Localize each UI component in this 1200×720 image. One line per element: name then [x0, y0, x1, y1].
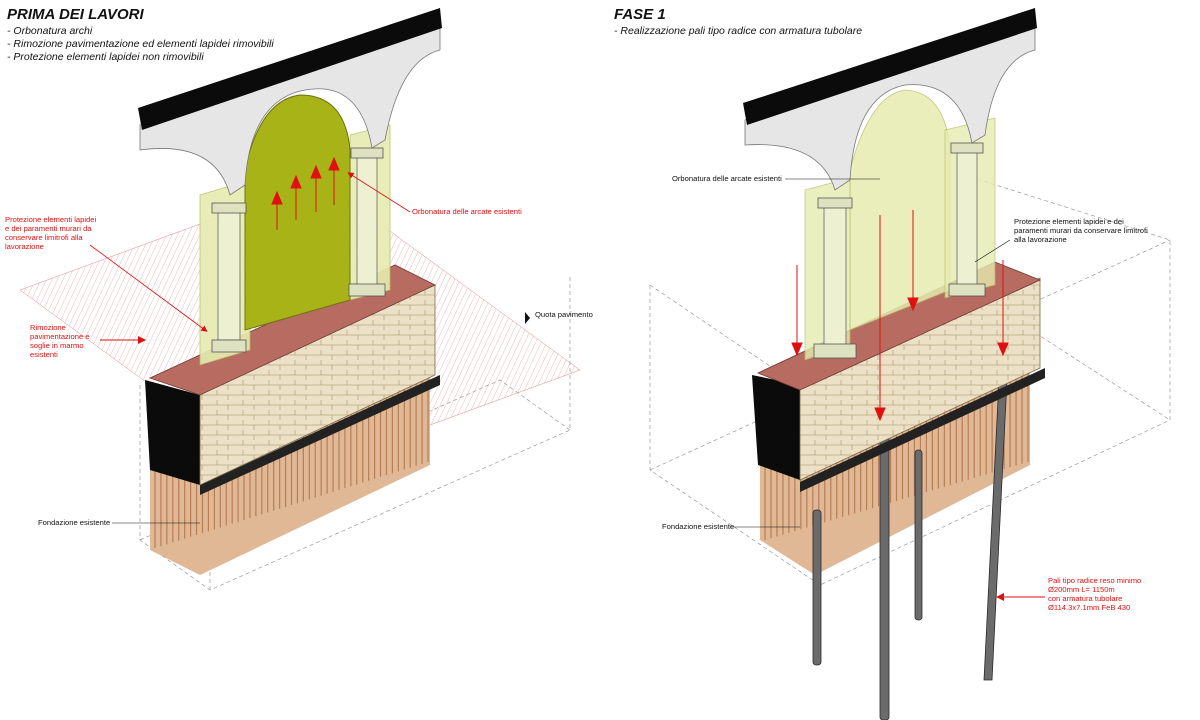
right-protezione-leader [974, 239, 1011, 263]
left-panel-title: PRIMA DEI LAVORI [7, 6, 144, 23]
right-orbonatura-label: Orbonatura delle arcate esistenti [672, 174, 782, 183]
right-panel-title: FASE 1 [614, 6, 666, 23]
left-bullet: - Orbonatura archi [7, 25, 93, 37]
right-protezione-label: Protezione elementi lapidei e dei parame… [1014, 217, 1150, 244]
left-protezione-label: Protezione elementi lapidei e dei parame… [5, 215, 98, 251]
left-quota-marker [525, 312, 530, 324]
left-panel-header: PRIMA DEI LAVORI - Orbonatura archi - Ri… [7, 6, 274, 64]
left-foundation-band [200, 375, 440, 495]
left-orbonatura-label: Orbonatura delle arcate esistenti [412, 207, 522, 216]
left-protezione-leader [89, 244, 208, 332]
right-bullet: - Realizzazione pali tipo radice con arm… [614, 25, 863, 37]
right-steel-piles [812, 359, 1009, 720]
right-column [813, 197, 857, 359]
left-arch-shoring [244, 94, 351, 331]
right-load-arrows [791, 210, 1009, 422]
right-top-beam [743, 8, 1037, 125]
left-bullet: - Protezione elementi lapidei non rimovi… [7, 51, 204, 63]
left-fondazione-label: Fondazione esistente [38, 518, 110, 527]
right-panel-header: FASE 1 - Realizzazione pali tipo radice … [614, 6, 862, 38]
left-quota-label: Quota pavimento [535, 310, 593, 319]
right-scene: Orbonatura delle arcate esistenti Protez… [649, 8, 1171, 720]
left-orbonatura-leader [347, 172, 411, 213]
right-pali-label: Pali tipo radice reso minimo Ø200mm L= 1… [1048, 576, 1143, 612]
right-foundation-dark [752, 375, 800, 480]
left-scene: Protezione elementi lapidei e dei parame… [5, 8, 593, 591]
left-arch-stone [139, 19, 441, 196]
right-arch-shoring [849, 89, 951, 331]
left-foundation-dark [145, 380, 200, 485]
left-rimozione-label: Rimozione pavimentazione e soglie in mar… [30, 323, 92, 359]
right-foundation-band [800, 368, 1045, 492]
right-column [948, 142, 986, 297]
left-shoring-arrows [271, 156, 340, 230]
right-arch-stone [744, 19, 1036, 191]
left-bullet: - Rimozione pavimentazione ed elementi l… [7, 38, 274, 50]
left-top-beam [138, 8, 442, 130]
left-column [211, 202, 247, 353]
right-fondazione-label: Fondazione esistente [662, 522, 734, 531]
